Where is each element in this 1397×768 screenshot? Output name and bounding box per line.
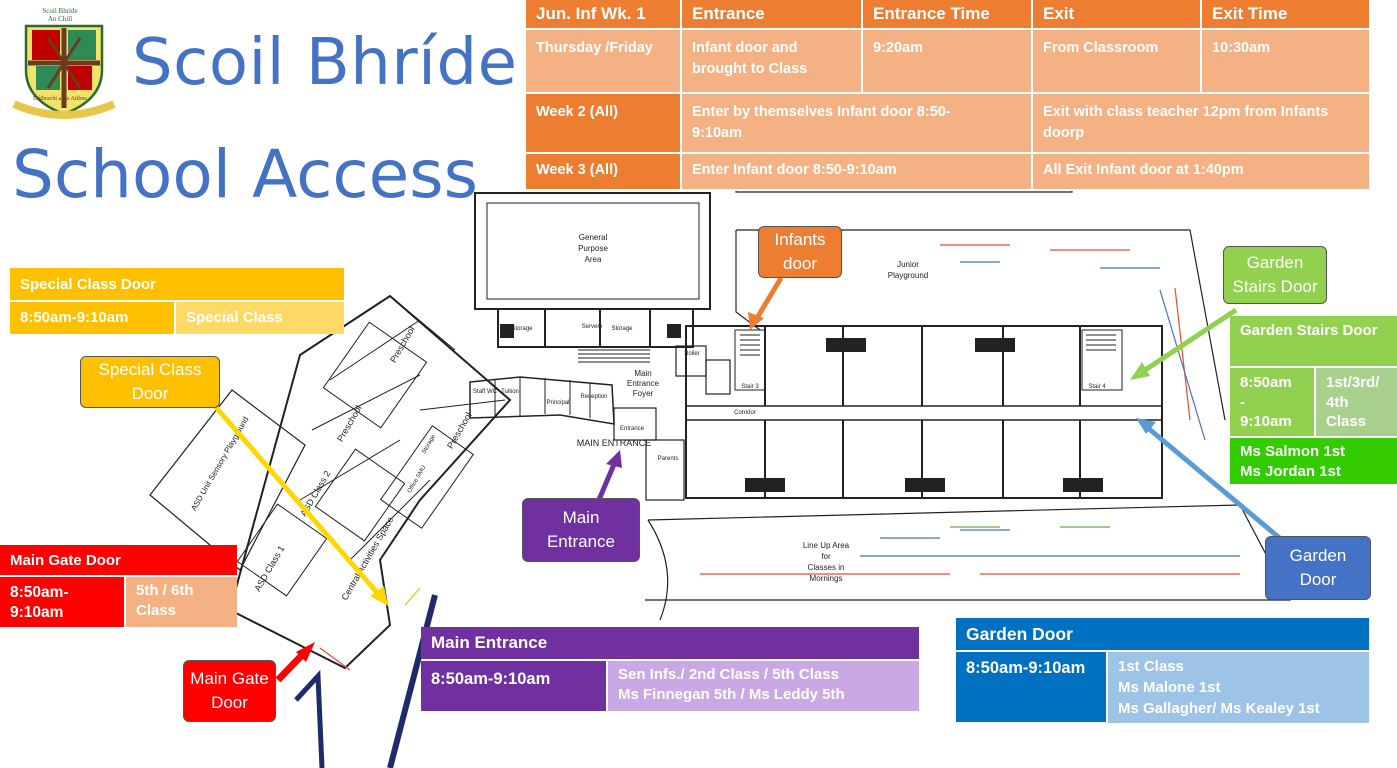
- svg-text:Entrance: Entrance: [620, 426, 645, 432]
- school-crest-icon: [12, 24, 116, 119]
- timetable-cell: Week 3 (All): [526, 153, 682, 192]
- callout-garden-stairs-door: Garden Stairs Door: [1223, 246, 1327, 304]
- panel-time: 8:50am-9:10am: [0, 577, 124, 627]
- junior-infants-timetable: Jun. Inf Wk. 1 Entrance Entrance Time Ex…: [526, 0, 1371, 192]
- timetable-cell: 9:20am: [862, 29, 1033, 94]
- panel-time: 8:50am-9:10am: [956, 652, 1106, 722]
- svg-text:Reception: Reception: [580, 394, 607, 400]
- table-row: Thursday /Friday Infant door and brought…: [526, 29, 1371, 94]
- panel-classes: Sen Infs./ 2nd Class / 5th Class Ms Finn…: [608, 661, 919, 711]
- timetable-cell: Thursday /Friday: [526, 29, 682, 94]
- svg-text:ASD Class 1: ASD Class 1: [252, 544, 286, 593]
- svg-text:Servery: Servery: [582, 324, 603, 330]
- garden-stairs-door-panel: Garden Stairs Door 8:50am - 9:10am 1st/3…: [1230, 316, 1397, 484]
- main-entrance-panel: Main Entrance 8:50am-9:10am Sen Infs./ 2…: [421, 627, 919, 711]
- timetable-header: Entrance: [681, 0, 863, 30]
- timetable-header: Exit Time: [1201, 0, 1371, 30]
- svg-text:Stair 4: Stair 4: [1088, 384, 1106, 390]
- crest-motto: Dúthracht agus Aithne: [33, 96, 87, 102]
- svg-text:Parents: Parents: [658, 456, 679, 462]
- panel-time: 8:50am - 9:10am: [1230, 368, 1314, 436]
- timetable-cell: All Exit Infant door at 1:40pm: [1032, 153, 1371, 192]
- map-label-main-entrance-text: MAIN ENTRANCE: [577, 438, 652, 448]
- timetable-cell: 10:30am: [1201, 29, 1371, 94]
- callout-main-gate-door: Main Gate Door: [183, 660, 276, 722]
- panel-teachers: Ms Salmon 1st Ms Jordan 1st: [1230, 438, 1397, 484]
- main-gate-door-panel: Main Gate Door 8:50am-9:10am 5th / 6th C…: [0, 545, 237, 627]
- table-row: Week 3 (All) Enter Infant door 8:50-9:10…: [526, 153, 1371, 192]
- svg-text:Office SMU: Office SMU: [407, 465, 427, 494]
- page-title: Scoil Bhríde: [132, 26, 518, 100]
- garden-door-panel: Garden Door 8:50am-9:10am 1st Class Ms M…: [956, 618, 1369, 723]
- panel-classes: 5th / 6th Class: [126, 577, 237, 627]
- svg-text:Stair 3: Stair 3: [741, 384, 759, 390]
- panel-title: Garden Stairs Door: [1230, 316, 1397, 366]
- timetable-cell: Infant door and brought to Class: [681, 29, 863, 94]
- timetable-cell: Week 2 (All): [526, 93, 682, 155]
- timetable-cell: Exit with class teacher 12pm from Infant…: [1032, 93, 1371, 155]
- svg-text:ASD Unit Sensory Playground: ASD Unit Sensory Playground: [189, 415, 250, 512]
- timetable-cell: Enter Infant door 8:50-9:10am: [681, 153, 1033, 192]
- svg-text:Staff WC: Staff WC: [473, 389, 498, 395]
- callout-special-class-door: Special Class Door: [80, 356, 220, 408]
- panel-title: Main Gate Door: [0, 545, 237, 575]
- timetable-cell: Enter by themselves Infant door 8:50-9:1…: [681, 93, 1033, 155]
- panel-classes: Special Class: [176, 302, 344, 334]
- svg-text:Storage: Storage: [611, 326, 633, 332]
- crest-name: Scoil Bhríde An Chill: [42, 7, 78, 23]
- svg-text:Corridor: Corridor: [734, 410, 756, 416]
- panel-time: 8:50am-9:10am: [421, 661, 606, 711]
- timetable-header: Exit: [1032, 0, 1202, 30]
- panel-title: Special Class Door: [10, 268, 344, 300]
- svg-text:Storage: Storage: [511, 326, 533, 332]
- svg-text:Boiler: Boiler: [684, 351, 699, 357]
- main-building-wing: [685, 325, 1163, 499]
- svg-text:Principal: Principal: [546, 400, 569, 406]
- panel-title: Garden Door: [956, 618, 1369, 650]
- panel-time: 8:50am-9:10am: [10, 302, 174, 334]
- callout-main-entrance: Main Entrance: [522, 498, 640, 562]
- special-class-door-panel: Special Class Door 8:50am-9:10am Special…: [10, 268, 344, 334]
- svg-text:Storage: Storage: [421, 433, 437, 455]
- table-row: Week 2 (All) Enter by themselves Infant …: [526, 93, 1371, 155]
- panel-classes: 1st/3rd/ 4th Class: [1316, 368, 1397, 436]
- timetable-cell: From Classroom: [1032, 29, 1202, 94]
- svg-text:Preschool: Preschool: [388, 325, 417, 365]
- callout-infants-door: Infants door: [758, 226, 842, 278]
- timetable-header: Entrance Time: [862, 0, 1033, 30]
- panel-title: Main Entrance: [421, 627, 919, 659]
- page-subtitle: School Access: [12, 136, 479, 213]
- panel-classes: 1st Class Ms Malone 1st Ms Gallagher/ Ms…: [1108, 652, 1369, 723]
- timetable-header: Jun. Inf Wk. 1: [526, 0, 682, 30]
- svg-text:Preschool: Preschool: [335, 404, 364, 444]
- callout-garden-door: Garden Door: [1265, 536, 1371, 600]
- svg-text:Tuition: Tuition: [501, 389, 519, 395]
